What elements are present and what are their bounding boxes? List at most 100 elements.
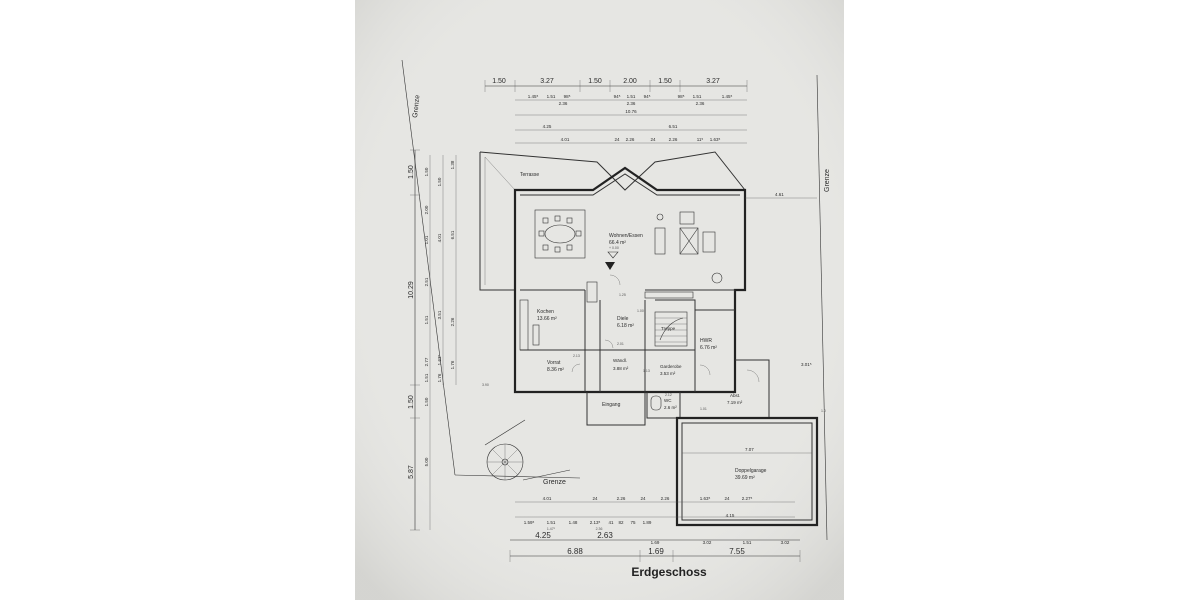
armchair [679,211,695,225]
dimension-misc: 3.90 1.01 2.01 2.13 1.25 1.00 2.12 1.13 … [482,192,826,413]
dim-top-r2b-3: 2.36 [696,101,705,106]
dim-bot-r1-6: 1.63⁵ [700,496,711,501]
dim-top-r4-7: 1.63⁵ [710,137,721,142]
dim-left-t1: 1.50 [437,177,442,186]
entrance-name: Eingang [602,402,621,408]
wardrobe-name: Garderobe [660,364,682,369]
dim-top-r2b-1: 2.36 [559,101,568,106]
property-boundary: Grenze Grenze Grenze [401,59,831,541]
dim-top-r2-8: 1.51 [693,94,702,99]
plan-title: Erdgeschoss [631,565,707,579]
dim-left-3: 1.50 [408,395,415,409]
dim-left-2: 10.29 [408,281,415,299]
dim-bot-r4-2: 2.63 [597,531,613,540]
misc-dim-1: 3.90 [482,383,489,387]
dim-top-r3-1: 4.25 [543,124,552,129]
storage-area: 3.88 m² [613,366,629,371]
terrace-label: Terrasse [520,172,539,178]
house-walls [513,166,819,527]
grenze-label-left: Grenze [412,95,421,119]
dim-bot-r2-3: 1.48 [569,520,578,525]
dim-left-s1: 1.50 [424,167,429,176]
dim-bot-r1-3: 2.26 [617,496,626,501]
dim-bot-r4-6: 3.02 [781,540,790,545]
dim-top-r2-9: 1.45⁵ [722,94,733,99]
utility-name: HWR [700,338,712,344]
misc-dim-7: 2.12 [665,393,672,397]
dining-table [544,224,576,244]
dim-left-t5: 1.76 [437,373,442,382]
dim-top-r3-2: 6.51 [669,124,678,129]
dim-top-2: 3.27 [540,78,554,85]
dim-right-1: 4.61 [775,192,784,197]
dim-top-r2-2: 1.51 [547,94,556,99]
dimension-chain-top: 1.50 3.27 1.50 2.00 1.50 3.27 1.45⁵ 1.51… [484,78,748,144]
storage-name: Wändl. [613,358,627,363]
dim-top-6: 3.27 [706,78,720,85]
dim-bot-r2-2: 1.51 [547,520,556,525]
dim-left-t3: 3.51 [437,310,442,319]
dim-left-u1: 1.38 [450,160,455,169]
dim-bot-r3-2: 2.36 [596,527,603,531]
plant [656,213,664,221]
misc-dim-3: 2.01 [617,342,624,346]
dim-bot-r1-4: 24 [640,496,646,501]
pantry-area: 8.36 m² [547,367,564,373]
entrance-arrow [605,262,615,270]
dim-top-4: 2.00 [623,78,637,85]
dim-bot-r1-1: 4.01 [543,496,552,501]
dim-left-s7: 1.51 [424,373,429,382]
garage-area: 39.69 m² [735,475,755,481]
dim-top-r2-7: 98⁵ [678,94,685,99]
dim-bot-r5-1: 6.88 [567,547,583,556]
dining-rug [534,209,586,259]
kitchen-tall-unit [586,281,598,303]
dim-bot-r5-3: 7.55 [729,547,745,556]
living-level: + 0.00 [609,246,619,250]
closet-area: 7.19 m² [727,400,743,405]
dim-left-t2: 4.01 [437,233,442,242]
dim-bot-r2-1: 1.59⁵ [524,520,535,525]
dim-bot-r4-1: 4.25 [535,531,551,540]
sofa [654,227,666,255]
dim-bot-r2-4: 2.13⁵ [590,520,601,525]
hall-name: Diele [617,316,629,322]
dim-bot-r2-9: 4.15 [726,513,735,518]
wc-area: 2.6 m² [664,405,677,410]
dim-bot-r2-7: 75 [630,520,636,525]
dim-bot-r2-8: 1.89 [643,520,652,525]
dim-left-s9: 5.00 [424,457,429,466]
kitchen-area: 13.66 m² [537,316,557,322]
dim-top-r4-4: 24 [650,137,656,142]
stairs-name: Treppe [661,326,676,331]
closet-name: Abst. [730,393,740,398]
wc-name: WC [664,398,672,403]
dim-bot-r1-8: 2.27⁵ [742,496,753,501]
dim-bot-r1-2: 24 [592,496,598,501]
misc-dim-8: 1.13 [643,369,650,373]
dim-bot-r2-5: 41 [608,520,614,525]
floor-plan-drawing: 1.50 3.27 1.50 2.00 1.50 3.27 1.45⁵ 1.51… [355,0,844,600]
dim-top-r2-3: 98⁵ [564,94,571,99]
garage-name: Doppelgarage [735,468,767,474]
dim-left-s6: 2.77 [424,357,429,366]
furniture [484,209,760,481]
dim-bot-r3-1: 1.47⁵ [547,527,556,531]
dim-top-r2-6: 94⁵ [644,94,651,99]
dim-top-r4-1: 4.01 [561,137,570,142]
toilet [650,395,662,411]
dim-bot-r5-2: 1.69 [648,547,664,556]
living-area: 66.4 m² [609,240,626,246]
room-labels: Wohnen/Essen 66.4 m² + 0.00 Kochen 13.66… [537,233,812,481]
dim-right-3: 1.0 [821,409,826,413]
dim-top-r4-6: 11⁵ [697,137,704,142]
misc-dim-5: 1.25 [619,293,626,297]
dim-top-r4-2: 24 [614,137,620,142]
dim-left-s4: 2.51 [424,277,429,286]
dim-top-5: 1.50 [658,78,672,85]
hall-bench [644,291,694,299]
staircase [654,311,688,347]
side-chair [702,231,716,253]
dim-left-u4: 1.76 [450,360,455,369]
kitchen-counter [519,299,529,351]
